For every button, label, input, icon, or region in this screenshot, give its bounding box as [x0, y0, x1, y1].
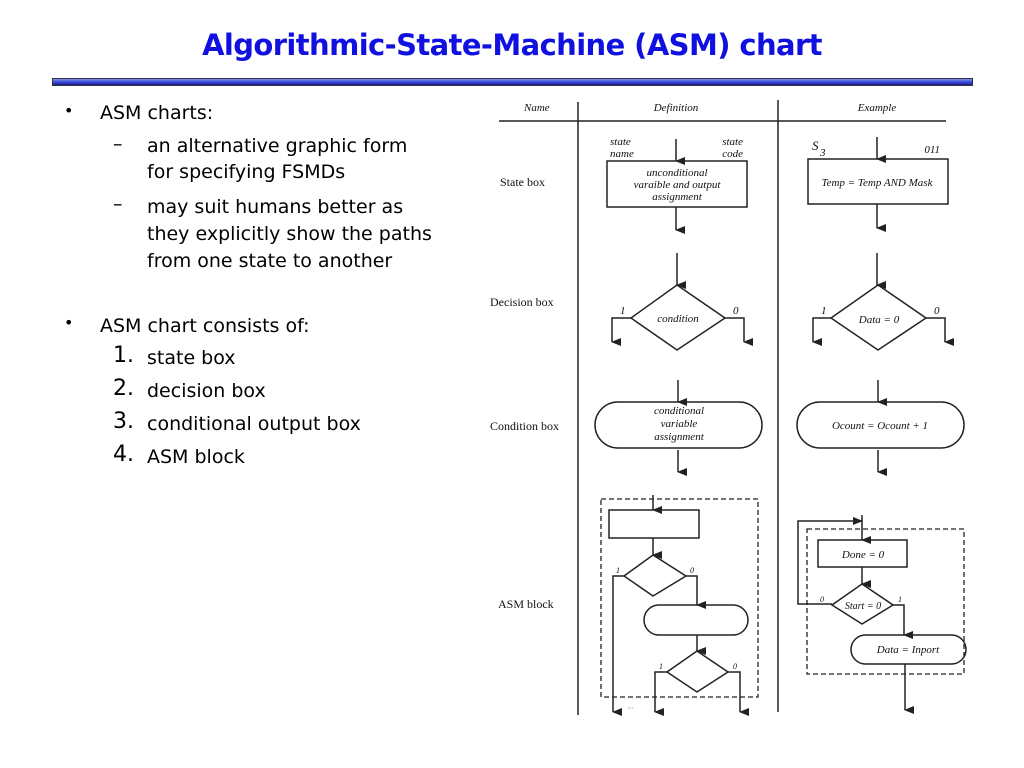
sub-bullet-text: for specifying FSMDs	[147, 161, 346, 183]
svg-text:Done = 0: Done = 0	[841, 549, 885, 561]
svg-text:assignment: assignment	[652, 191, 702, 203]
decision-box-example: 1 0 Data = 0	[812, 253, 954, 351]
header-example: Example	[857, 102, 897, 114]
svg-text:0: 0	[690, 566, 694, 575]
svg-text:conditional: conditional	[654, 405, 704, 417]
svg-text:variable: variable	[661, 418, 698, 430]
sub-bullet-text: they explicitly show the paths	[147, 223, 432, 245]
list-item: decision box	[147, 380, 266, 402]
condition-box-definition: conditional variable assignment	[594, 380, 763, 476]
header-name: Name	[523, 102, 550, 114]
decision-box-definition: 1 0 condition	[611, 253, 753, 351]
svg-text:1: 1	[659, 662, 663, 671]
svg-text:···: ···	[627, 703, 634, 713]
bullet-icon: •	[64, 313, 74, 332]
list-number: 2.	[113, 376, 134, 401]
svg-text:state: state	[610, 136, 631, 148]
svg-text:1: 1	[616, 566, 620, 575]
svg-text:0: 0	[820, 595, 824, 604]
svg-text:0: 0	[934, 305, 940, 317]
svg-text:Data = 0: Data = 0	[858, 314, 900, 326]
svg-text:condition: condition	[657, 313, 699, 325]
asm-block-example: Done = 0 Start = 0 0 1 Data = Inport	[797, 515, 967, 714]
svg-text:Ocount = Ocount + 1: Ocount = Ocount + 1	[832, 420, 928, 432]
svg-text:assignment: assignment	[654, 431, 704, 443]
svg-text:state: state	[722, 136, 743, 148]
header-definition: Definition	[653, 102, 699, 114]
title-underline-bar	[52, 78, 973, 86]
svg-text:0: 0	[733, 662, 737, 671]
dash-icon: –	[113, 133, 123, 155]
state-box-example: S 3 011 Temp = Temp AND Mask	[807, 137, 949, 232]
svg-text:1: 1	[620, 305, 626, 317]
list-number: 4.	[113, 442, 134, 467]
sub-bullet-text: an alternative graphic form	[147, 135, 408, 157]
svg-text:1: 1	[821, 305, 827, 317]
list-number: 1.	[113, 343, 134, 368]
list-item: state box	[147, 347, 236, 369]
sub-bullet-text: from one state to another	[147, 250, 393, 272]
svg-text:0: 0	[733, 305, 739, 317]
row-label-condition: Condition box	[490, 419, 559, 433]
svg-text:3: 3	[819, 147, 826, 159]
svg-text:Temp = Temp AND Mask: Temp = Temp AND Mask	[822, 177, 934, 189]
sub-bullet-text: may suit humans better as	[147, 196, 404, 218]
svg-text:code: code	[722, 148, 743, 160]
svg-text:name: name	[610, 148, 634, 160]
list-item: ASM block	[147, 446, 245, 468]
svg-text:1: 1	[898, 595, 902, 604]
state-box-definition: state name state code unconditional vara…	[606, 136, 748, 234]
condition-box-example: Ocount = Ocount + 1	[796, 380, 965, 476]
dash-icon: –	[113, 193, 123, 215]
svg-text:unconditional: unconditional	[646, 167, 707, 179]
row-label-block: ASM block	[498, 597, 554, 611]
list-item: conditional output box	[147, 413, 361, 435]
row-label-state: State box	[500, 175, 545, 189]
asm-block-definition: 1 0 1 0 ···	[600, 495, 759, 716]
slide-title: Algorithmic-State-Machine (ASM) chart	[202, 28, 822, 62]
bullet-icon: •	[64, 101, 74, 120]
svg-text:011: 011	[924, 144, 940, 156]
row-label-decision: Decision box	[490, 295, 554, 309]
svg-text:Start = 0: Start = 0	[845, 601, 881, 612]
bullet-text: ASM chart consists of:	[100, 315, 310, 337]
svg-text:varaible and output: varaible and output	[634, 179, 722, 191]
bullet-text: ASM charts:	[100, 102, 214, 124]
svg-text:Data = Inport: Data = Inport	[876, 644, 940, 656]
list-number: 3.	[113, 409, 134, 434]
svg-text:S: S	[812, 138, 819, 153]
